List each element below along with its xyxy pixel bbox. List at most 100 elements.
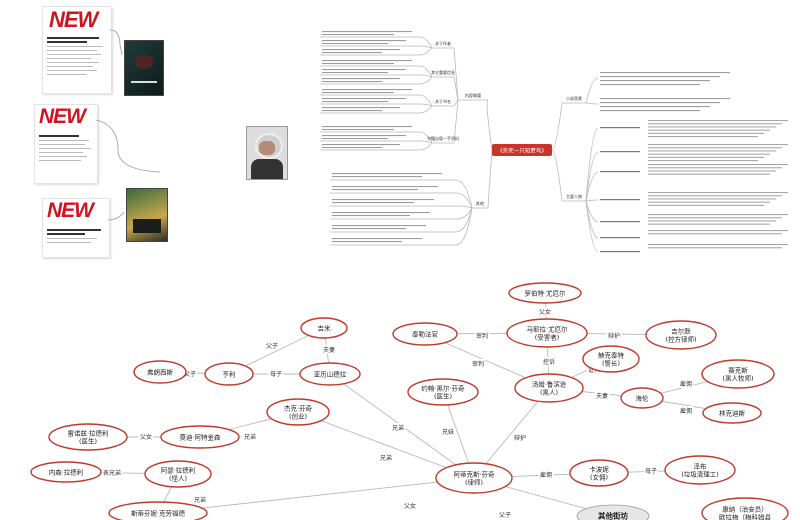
person-node-shape[interactable] [508, 282, 582, 304]
person-node-reynolds[interactable]: 雷诺兹·拉德利(医生) [48, 423, 128, 451]
person-node-shape[interactable] [30, 461, 102, 483]
person-node-henry[interactable]: 亨利 [204, 362, 254, 386]
person-node-shape[interactable] [133, 360, 187, 384]
mindmap-text-line [322, 89, 412, 91]
relationship-edge [157, 477, 475, 514]
person-node-shape[interactable] [144, 460, 212, 488]
mindmap-text-line [322, 34, 394, 36]
book-card[interactable]: NEW [42, 6, 112, 94]
person-node-shape[interactable] [204, 362, 254, 386]
person-node-label: 林克迪斯 [719, 409, 746, 418]
person-node-label: (女佣) [590, 473, 608, 482]
person-node-shape[interactable] [300, 317, 348, 339]
edge-label-bg [538, 470, 554, 479]
person-node-label: 杰克·芬奇 [284, 403, 313, 412]
caption-lines [47, 35, 105, 78]
person-node-shape[interactable] [576, 504, 650, 520]
mindmap-center[interactable] [492, 144, 552, 156]
person-node-others[interactable]: 其他街坊 [576, 504, 650, 520]
person-node-label: 赛克斯 [728, 365, 748, 374]
relationship-edge [297, 411, 475, 479]
person-node-shape[interactable] [392, 322, 458, 346]
person-node-lynk[interactable]: 林克迪斯 [702, 402, 762, 424]
person-node-shape[interactable] [664, 455, 736, 485]
mindmap-text-line [322, 60, 412, 62]
person-node-nathan[interactable]: 莫迪·阿特金森 [160, 425, 240, 449]
mindmap-text-line [648, 201, 770, 203]
person-node-shape[interactable] [702, 402, 762, 424]
person-node-jemmy[interactable]: 吉米 [300, 317, 348, 339]
person-node-taylor[interactable]: 泰勒法官 [392, 322, 458, 346]
edge-label-bg [643, 466, 659, 475]
edge-label-bg [594, 391, 610, 400]
person-node-shape[interactable] [108, 501, 208, 520]
person-node-shape[interactable] [620, 387, 664, 409]
mindmap-text-line [648, 230, 788, 232]
new-badge: NEW [39, 105, 86, 128]
book-cover-1[interactable] [124, 40, 164, 96]
mindmap-text-line [322, 101, 388, 103]
person-node-shape[interactable] [701, 497, 789, 520]
person-node-sykes[interactable]: 赛克斯(黑人牧师) [701, 359, 775, 389]
person-node-shape[interactable] [582, 345, 640, 373]
edge-label-bg [541, 357, 557, 366]
mindmap-text-line [322, 107, 400, 109]
person-node-francis[interactable]: 弗朗西斯 [133, 360, 187, 384]
mindmap-text-line [332, 186, 438, 188]
person-node-alexandra[interactable]: 亚历山德拉 [299, 362, 361, 386]
person-node-label: 泰勒法官 [412, 330, 438, 339]
person-node-label: (警长) [602, 359, 620, 368]
person-node-heck[interactable]: 赫克泰特(警长) [582, 345, 640, 373]
person-node-shape[interactable] [266, 398, 330, 426]
person-node-ajie[interactable]: 阿瑟·拉德利(怪人) [144, 460, 212, 488]
mindmap-text-line [600, 80, 710, 82]
person-node-shape[interactable] [506, 318, 588, 348]
edge-label-bg [537, 307, 553, 316]
edge-label: 父女 [404, 502, 416, 510]
mindmap-text-line [648, 244, 788, 246]
mindmap-text-line [322, 43, 388, 45]
person-node-helen[interactable]: 海伦 [620, 387, 664, 409]
person-node-label: 吉尔默 [671, 326, 691, 335]
person-node-gilmer[interactable]: 吉尔默(控方律师) [645, 320, 717, 350]
mindmap-group-label: 小说背景 [566, 95, 582, 101]
person-node-shape[interactable] [569, 459, 629, 487]
person-node-zeebo[interactable]: 泽布(垃圾清理工) [664, 455, 736, 485]
person-node-jack[interactable]: 杰克·芬奇(创业) [266, 398, 330, 426]
mindmap-text-line [332, 189, 418, 191]
person-node-shape[interactable] [407, 378, 479, 406]
person-node-stephanie[interactable]: 斯蒂芬妮·克劳福德 [108, 501, 208, 520]
edge-label: 父子 [266, 343, 278, 350]
new-badge: NEW [47, 199, 94, 222]
mindmap-text-line [322, 78, 400, 80]
mindmap-text-line [648, 214, 788, 216]
book-cover-2[interactable] [126, 188, 168, 242]
person-node-robert[interactable]: 罗伯特·尤厄尔 [508, 282, 582, 304]
person-node-label: 阿蒂克斯·芬奇 [453, 469, 495, 478]
person-node-label: 斯蒂芬妮·克劳福德 [131, 509, 186, 518]
person-node-atticus[interactable]: 阿蒂克斯·芬奇(律师) [435, 462, 513, 494]
mindmap-text-line [332, 199, 434, 201]
person-node-shape[interactable] [645, 320, 717, 350]
person-node-bob[interactable]: 马耶拉·尤厄尔(受害者) [506, 318, 588, 348]
book-card[interactable]: NEW [42, 198, 110, 258]
person-node-kangna[interactable]: 康纳（治安员）欧拉梅（梅科姆县 [701, 497, 789, 520]
person-node-shape[interactable] [514, 373, 584, 403]
person-node-label: (医生) [79, 437, 97, 446]
person-node-shape[interactable] [160, 425, 240, 449]
person-node-calpurnia[interactable]: 卡波妮(女佣) [569, 459, 629, 487]
person-node-shape[interactable] [701, 359, 775, 389]
mindmap-text-line [648, 167, 782, 169]
edge-label-bg [192, 495, 208, 504]
person-node-link[interactable]: 内森·拉德利 [30, 461, 102, 483]
mindmap-text-line [600, 76, 720, 78]
person-node-tom[interactable]: 汤姆·鲁滨逊(黑人) [514, 373, 584, 403]
book-card[interactable]: NEW [34, 104, 98, 184]
person-node-shape[interactable] [48, 423, 128, 451]
person-node-label: 吉米 [318, 324, 332, 333]
person-node-shape[interactable] [299, 362, 361, 386]
person-node-label: 内森·拉德利 [49, 468, 84, 477]
person-node-john[interactable]: 约翰·黑尔·芬奇(医生) [407, 378, 479, 406]
edge-label: 父子 [499, 512, 511, 519]
person-node-shape[interactable] [435, 462, 513, 494]
